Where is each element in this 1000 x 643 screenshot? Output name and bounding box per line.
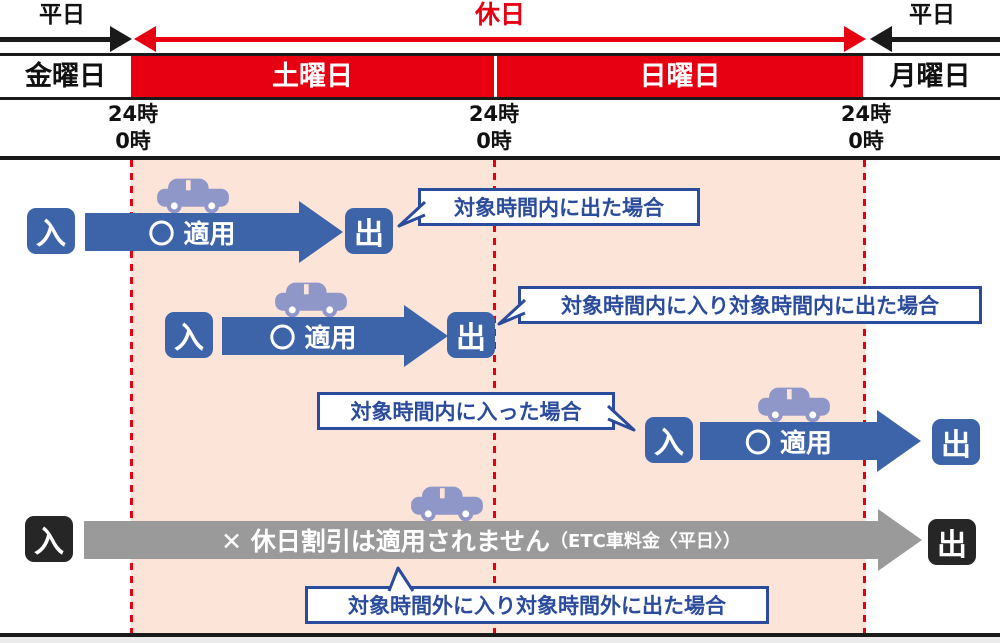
arrowhead-right-icon bbox=[877, 410, 921, 472]
note-bubble: 対象時間内に入り対象時間内に出た場合 bbox=[497, 286, 982, 326]
discount-applied-arrow: 〇 適用 bbox=[700, 422, 877, 460]
arrowhead-right-icon bbox=[299, 201, 343, 263]
bubble-tail-icon bbox=[397, 200, 426, 228]
time-24h-label: 24時 bbox=[840, 102, 892, 126]
time-marker-saturday-start: 24時 0時 bbox=[63, 101, 203, 155]
note-text: 対象時間内に出た場合 bbox=[454, 196, 664, 220]
time-marker-monday-start: 24時 0時 bbox=[796, 101, 936, 155]
entry-box: 入 bbox=[165, 312, 213, 358]
arrowhead-left-icon bbox=[134, 26, 156, 52]
time-0h-label: 0時 bbox=[848, 129, 884, 153]
note-bubble: 対象時間内に出た場合 bbox=[397, 188, 700, 228]
arrowhead-right-icon bbox=[404, 305, 448, 367]
exit-box: 出 bbox=[928, 519, 976, 565]
boundary-dashed-line-saturday bbox=[130, 160, 133, 633]
day-cell-sunday: 日曜日 bbox=[497, 56, 863, 97]
discount-not-applied-arrow: ✕ 休日割引は適用されません（ETC車料金〈平日〉） bbox=[84, 521, 878, 559]
discount-applied-arrow: 〇 適用 bbox=[85, 213, 299, 251]
bottom-edge-strip bbox=[0, 637, 1000, 643]
holiday-range-arrow bbox=[154, 37, 846, 42]
arrowhead-right-icon bbox=[878, 509, 922, 571]
time-24h-label: 24時 bbox=[468, 102, 520, 126]
arrowhead-left-icon bbox=[870, 26, 892, 52]
day-band: 金曜日 土曜日 日曜日 月曜日 bbox=[0, 53, 1000, 100]
arrowhead-right-icon bbox=[110, 26, 132, 52]
exit-box: 出 bbox=[345, 208, 393, 254]
timeline-separator-line bbox=[0, 156, 1000, 160]
exit-box: 出 bbox=[447, 312, 495, 358]
discount-applied-arrow: 〇 適用 bbox=[222, 317, 404, 355]
boundary-dashed-line-monday bbox=[863, 160, 866, 633]
bubble-tail-icon bbox=[497, 298, 526, 326]
note-bubble: 対象時間内に入った場合 bbox=[317, 392, 636, 432]
bubble-tail-icon bbox=[607, 404, 636, 432]
time-24h-label: 24時 bbox=[107, 102, 159, 126]
weekday-range-arrow-left bbox=[0, 37, 112, 42]
weekday-label-right: 平日 bbox=[909, 2, 955, 28]
car-icon bbox=[157, 178, 229, 214]
exit-box: 出 bbox=[932, 419, 980, 465]
not-applied-subtext: （ETC車料金〈平日〉） bbox=[550, 531, 741, 552]
note-text: 対象時間外に入り対象時間外に出た場合 bbox=[348, 594, 726, 618]
entry-box: 入 bbox=[645, 417, 693, 463]
note-text: 対象時間内に入った場合 bbox=[350, 400, 582, 424]
holiday-label: 休日 bbox=[474, 0, 525, 29]
car-icon bbox=[758, 387, 830, 423]
time-0h-label: 0時 bbox=[115, 129, 151, 153]
arrowhead-right-icon bbox=[844, 26, 866, 52]
time-0h-label: 0時 bbox=[476, 129, 512, 153]
note-text: 対象時間内に入り対象時間内に出た場合 bbox=[561, 294, 939, 318]
entry-box: 入 bbox=[27, 208, 75, 254]
day-cell-friday: 金曜日 bbox=[0, 56, 131, 97]
weekday-range-arrow-right bbox=[892, 37, 1000, 42]
day-cell-monday: 月曜日 bbox=[863, 56, 997, 97]
car-icon bbox=[275, 282, 347, 318]
not-applied-text: ✕ 休日割引は適用されません bbox=[221, 527, 551, 556]
day-cell-saturday: 土曜日 bbox=[131, 56, 497, 97]
car-icon bbox=[411, 486, 483, 522]
entry-box: 入 bbox=[25, 516, 73, 562]
bottom-border-line bbox=[0, 633, 1000, 637]
bubble-tail-icon bbox=[387, 566, 415, 592]
weekday-label-left: 平日 bbox=[39, 2, 85, 28]
time-marker-sunday-start: 24時 0時 bbox=[424, 101, 564, 155]
note-bubble: 対象時間外に入り対象時間外に出た場合 bbox=[305, 566, 769, 624]
